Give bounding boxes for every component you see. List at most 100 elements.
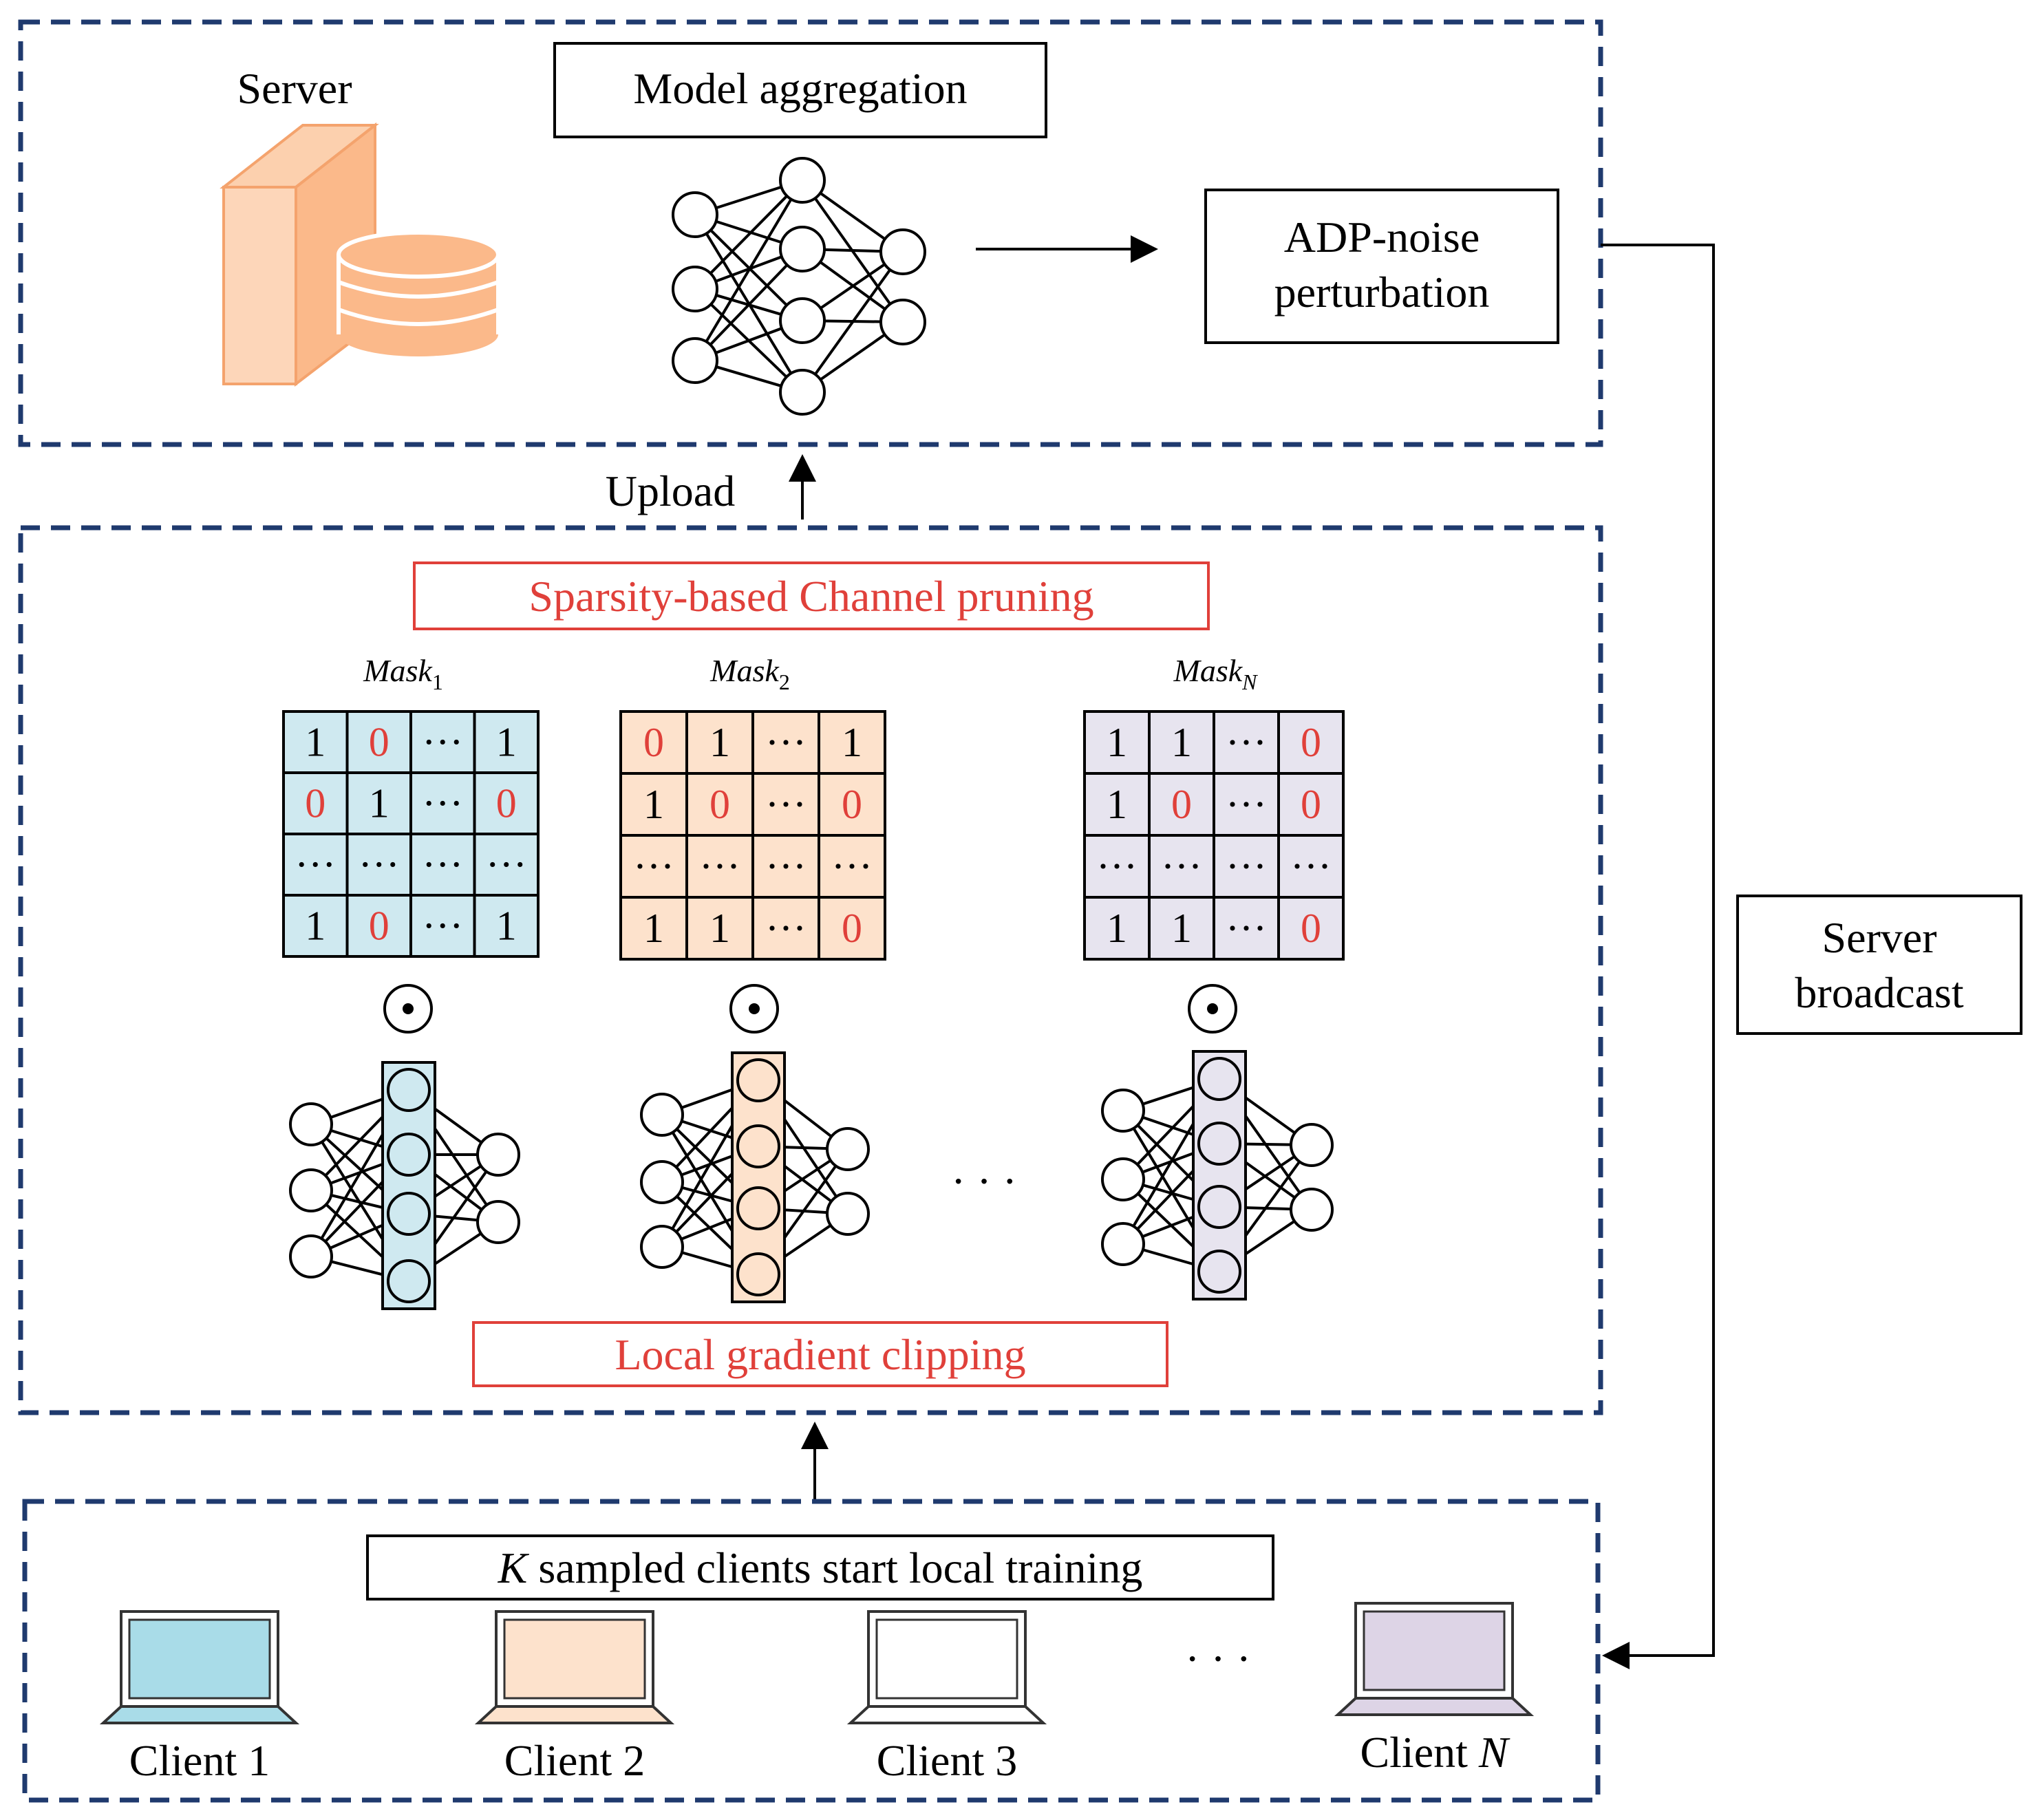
mask-cell	[1277, 834, 1345, 899]
network-node	[387, 1068, 431, 1112]
mask-cell	[685, 772, 754, 837]
mask-cell-value: ···	[359, 842, 400, 888]
mask-cell-value: ···	[1290, 844, 1332, 889]
mask-cell-value: ···	[422, 781, 463, 826]
mask-cell	[1277, 896, 1345, 961]
network-node	[387, 1259, 431, 1303]
mask-cell-value: ···	[422, 903, 463, 949]
mask-cell-value: 1	[643, 782, 664, 827]
gradient-clipping-label: Local gradient clipping	[615, 1330, 1025, 1379]
mask-cell-value: ···	[765, 844, 807, 889]
mask-cell	[685, 710, 754, 775]
client-label: Client 2	[504, 1736, 645, 1785]
network-edge	[694, 179, 804, 290]
client-neural-network	[289, 1061, 520, 1310]
client-1: Client 1	[99, 1610, 300, 1785]
mask-cell-value: 0	[709, 782, 730, 827]
mask-cell-value: 1	[305, 720, 325, 765]
network-edge	[694, 248, 804, 362]
mask-cell-value: ···	[486, 842, 527, 888]
mask-cell-value: 0	[496, 781, 517, 826]
mask-cell-value: 1	[842, 720, 862, 765]
mask-cell-value: 0	[305, 781, 325, 826]
mask-cell	[473, 771, 540, 835]
client-label: Client N	[1360, 1728, 1510, 1777]
clients-ellipsis: · · ·	[1185, 1634, 1251, 1683]
network-node	[879, 299, 926, 345]
mask-cell	[1083, 710, 1151, 775]
mask-cell	[1148, 772, 1215, 837]
mask-cell-value: 0	[1301, 782, 1321, 827]
mask-cell	[1148, 896, 1215, 961]
client-label: Client 1	[129, 1736, 270, 1785]
network-node	[736, 1124, 780, 1168]
network-node	[1290, 1188, 1334, 1232]
network-node	[736, 1252, 780, 1296]
network-edge	[694, 179, 804, 362]
client-3: Client 3	[846, 1610, 1047, 1785]
mask-cell-value: 0	[1171, 782, 1192, 827]
server-broadcast-box	[1736, 895, 2022, 1035]
mask-cell-value: ···	[1161, 844, 1202, 889]
mask-cell	[282, 771, 349, 835]
model-aggregation-label: Model aggregation	[633, 64, 967, 113]
mask-cell-value: ···	[295, 842, 336, 888]
adp-noise-box	[1204, 189, 1559, 344]
server-broadcast-line1: Server	[1822, 913, 1936, 962]
mask-cell-value: 1	[643, 906, 664, 951]
server-neural-network	[672, 157, 926, 416]
mask-cell-value: 0	[842, 782, 862, 827]
network-node	[736, 1058, 780, 1102]
network-node	[1101, 1157, 1145, 1201]
mask-cell-value: 0	[1301, 720, 1321, 765]
client-label: Client 3	[877, 1736, 1017, 1785]
broadcast-loop-line	[1601, 244, 1715, 1669]
mask-cell	[1213, 772, 1280, 837]
network-node	[289, 1168, 333, 1212]
local-training-box	[366, 1534, 1274, 1600]
mask-cell	[1148, 710, 1215, 775]
mask-cell-value: 1	[369, 781, 389, 826]
server-label: Server	[237, 64, 352, 113]
network-node	[779, 226, 826, 272]
mask-cell-value: 0	[369, 720, 389, 765]
mask-cell-value: ···	[1226, 844, 1267, 889]
mask-label: MaskN	[1173, 653, 1259, 694]
network-node	[672, 191, 718, 238]
client-2: Client 2	[474, 1610, 675, 1785]
hadamard-product-icon	[1188, 984, 1237, 1034]
mask-cell-value: ···	[831, 844, 873, 889]
mask-cell	[282, 833, 349, 897]
client-4: Client N	[1334, 1602, 1535, 1777]
mask-cell-value: 1	[305, 903, 325, 949]
mask-cell-value: ···	[1226, 906, 1267, 951]
mask-cell	[685, 896, 754, 961]
network-node	[779, 157, 826, 204]
network-node	[476, 1133, 520, 1177]
hadamard-product-icon	[729, 984, 779, 1034]
mask-cell	[619, 896, 688, 961]
mask-cell	[282, 710, 349, 774]
mask-cell-value: ···	[422, 842, 463, 888]
mask-cell-value: ···	[422, 720, 463, 765]
network-node	[779, 369, 826, 416]
network-node	[672, 337, 718, 384]
network-node	[1101, 1089, 1145, 1133]
server-section-frame	[18, 19, 1603, 447]
mask-cell	[1083, 896, 1151, 961]
network-node	[640, 1160, 684, 1204]
gradient-clipping-box	[472, 1321, 1168, 1387]
network-node	[1197, 1122, 1241, 1166]
network-node	[387, 1133, 431, 1177]
mask-cell	[818, 772, 886, 837]
laptop-icon	[1334, 1602, 1535, 1716]
network-node	[779, 297, 826, 344]
mask-cell-value: 1	[709, 720, 730, 765]
mask-cell-value: 1	[709, 906, 730, 951]
network-node	[289, 1234, 333, 1278]
mask-cell-value: ···	[1226, 720, 1267, 765]
